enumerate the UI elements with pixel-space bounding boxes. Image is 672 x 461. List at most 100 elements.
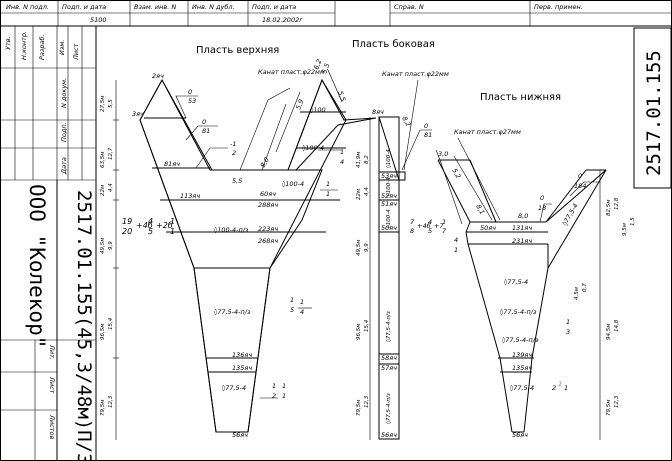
upper-width-10: 56яч [232, 431, 248, 439]
upper-joint-4: 5 [148, 227, 153, 236]
upper-joint-7: 1 [170, 227, 175, 236]
side-joint-4: 5 [428, 227, 432, 235]
lower-dim-6: 94,5м [606, 324, 612, 340]
lower-cut-1: 5,2 [450, 167, 462, 180]
upper-ratio-9: 2 [272, 392, 276, 400]
plast-lower-title: Пласть нижняя [480, 92, 561, 103]
side-joint-2: +4б [417, 222, 431, 230]
upper-ratio-11: 1 [282, 392, 286, 400]
side-dim-4: 49,5м [356, 240, 362, 256]
upper-cut-7: 8,0 [259, 156, 271, 169]
upper-cut-11: 5,5 [336, 90, 347, 102]
side-cable: Канат пласт.φ22мм [382, 70, 449, 78]
upper-dim-7: 9,9 [108, 241, 114, 250]
stamp-label-inv-podl: Инв. N подл. [6, 3, 49, 11]
doc-number-box: 2517.01.155 [633, 27, 672, 189]
upper-joint-3: 4 [148, 217, 153, 226]
lower-cut-2: 8,1 [474, 203, 486, 216]
upper-cut-4: -1 [230, 140, 236, 148]
upper-ratio-1: 4 [340, 158, 344, 166]
upper-mesh-3: ◊100-4-п/з [214, 226, 249, 234]
lower-ratio-5: 1 [564, 384, 568, 392]
upper-mesh-0: ◊100 [310, 106, 326, 114]
upper-cut-6: 5,5 [232, 177, 242, 185]
upper-cut-2: 0 [202, 118, 206, 126]
lower-width-3: 139яч [512, 351, 532, 359]
side-dim-6: 96,5м [356, 324, 362, 340]
lower-cable: Канат пласт.φ27мм [454, 128, 521, 136]
stamp-label-sprav: Справ. N [394, 3, 424, 11]
upper-width-3: 113яч [180, 192, 200, 200]
upper-cut-9: 6,2 [312, 58, 323, 70]
side-width-1: 53яч [381, 172, 397, 180]
upper-dim-6: 49,5м [100, 238, 106, 254]
plast-side-panel: 8яч 53яч 52яч 51яч 50яч 58яч 57яч 56яч 4… [356, 70, 449, 440]
side-dim-3: 4,4 [364, 187, 370, 196]
lower-mesh-2: ◊77,5-4-п/з [500, 308, 537, 316]
side-mesh-4: ◊77,5-4-п/з [385, 393, 392, 424]
side-mesh-2: ◊100-4 [385, 209, 392, 228]
upper-dim-1: 5,5 [108, 99, 114, 108]
plast-side-title: Пласть боковая [352, 39, 435, 50]
side-cut-1: 81 [424, 131, 432, 139]
upper-width-6: 223яч [258, 225, 278, 233]
stamp-label-list: Лист [72, 43, 80, 61]
side-dim-2: 22м [356, 189, 362, 200]
stamp-label-lit: Лит. [48, 344, 56, 360]
side-mesh-1: ◊100-4 [385, 177, 392, 196]
upper-joint-6: 1 [170, 217, 175, 226]
upper-ratio-0: 1 [340, 148, 344, 156]
lower-mesh-3: ◊77,5-4-п/з [502, 336, 539, 344]
side-mesh-3: ◊77,5-4-п/з [385, 311, 392, 342]
upper-dim-0: 27,5м [100, 96, 106, 112]
side-width-3: 51яч [381, 200, 397, 208]
side-width-6: 57яч [381, 364, 397, 372]
upper-mesh-5: ◊77,5-4 [222, 384, 246, 392]
upper-cut-1: 53 [188, 97, 196, 105]
lower-dim-4: 4,5м [574, 287, 580, 300]
doc-title: 2517.01.155(45,3/48м)П/3 [73, 190, 95, 461]
upper-joint-1: 20 [122, 227, 132, 236]
stamp-inv-value: 5100 [90, 16, 107, 24]
upper-width-0: 2яч [152, 72, 164, 80]
lower-width-1: 131яч [512, 224, 532, 232]
upper-dim-2: 63,5м [100, 152, 106, 168]
stamp-date-value: 18.02.2002г [262, 16, 303, 24]
upper-ratio-6: 1 [290, 296, 294, 304]
lower-ratio-0: 4 [454, 236, 458, 244]
stamp-label-izm: Изм. [58, 40, 66, 55]
upper-dim-4: 22м [100, 185, 106, 196]
lower-ratio-1: 1 [454, 246, 458, 254]
lower-dim-2: 9,5м [622, 223, 628, 236]
plast-upper-title: Пласть верхняя [196, 45, 279, 56]
lower-dim-8: 79,5м [606, 400, 612, 416]
upper-width-4: 60яч [260, 190, 276, 198]
side-width-7: 56яч [381, 431, 397, 439]
upper-joint-0: 19 [122, 217, 132, 226]
upper-dim-8: 96,5м [100, 324, 106, 340]
lower-ratio-4: 2 [552, 384, 556, 392]
lower-cut-4: 0 [540, 194, 544, 202]
lower-mesh-4: ◊77,5-4 [510, 384, 534, 392]
upper-ratio-3: 1 [326, 190, 330, 198]
stamp-label-podp: Подп. [60, 122, 68, 142]
lower-mesh-1: ◊77,5-4 [561, 202, 580, 227]
side-joint-6: 1 [442, 218, 446, 226]
lower-cut-5: 18 [538, 204, 546, 212]
lower-dim-3: 1,5 [630, 217, 636, 226]
upper-cut-5: 2 [232, 149, 236, 157]
stamp-label-utv: Утв. [4, 36, 12, 50]
stamp-label-perv: Перв. примен. [534, 3, 583, 11]
upper-cable: Канат пласт.φ22мм [258, 68, 325, 76]
lower-width-4: 135яч [512, 364, 532, 372]
lower-cut-0: 3,0 [438, 150, 448, 158]
plast-lower-panel: 50яч 131яч 231яч 139яч 135яч 56яч 82,5м … [435, 128, 636, 440]
upper-width-7: 268яч [258, 237, 278, 245]
lower-cut-3: 8,0 [518, 212, 528, 220]
lower-width-2: 231яч [512, 237, 532, 245]
side-joint-5: +7 [434, 222, 444, 230]
upper-joint-5: +2б [156, 221, 173, 230]
upper-width-1: 3яч [132, 110, 144, 118]
